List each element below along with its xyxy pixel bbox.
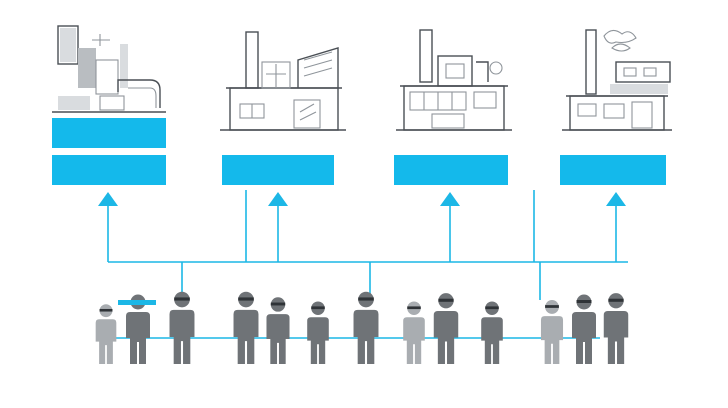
person-icon <box>403 301 425 364</box>
factory-icon <box>52 25 166 113</box>
connector-network <box>107 190 628 339</box>
arrow-up-icon <box>440 192 460 206</box>
person-icon <box>266 297 290 364</box>
people-group <box>95 291 629 364</box>
factory-box-2 <box>222 155 334 185</box>
person-icon <box>353 291 379 364</box>
person-icon <box>481 301 503 364</box>
person-icon <box>603 293 629 364</box>
person-icon <box>433 293 459 364</box>
factory-box-3 <box>394 155 508 185</box>
person-icon <box>540 300 564 364</box>
arrow-up-icon <box>268 192 288 206</box>
arrow-up-icon <box>606 192 626 206</box>
factory-icon <box>562 29 672 131</box>
factory-box-4 <box>560 155 666 185</box>
person-icon <box>307 301 329 364</box>
factory-icon <box>220 31 346 131</box>
person-icon <box>95 304 117 364</box>
person-icon <box>572 294 596 364</box>
factory-box-1 <box>52 155 166 185</box>
arrow-up-icon <box>98 192 118 206</box>
person-icon <box>233 291 259 364</box>
factory-box-1-top <box>52 118 166 148</box>
highlight-bar <box>118 300 156 305</box>
person-icon <box>169 291 195 364</box>
factory-icon <box>396 29 512 131</box>
